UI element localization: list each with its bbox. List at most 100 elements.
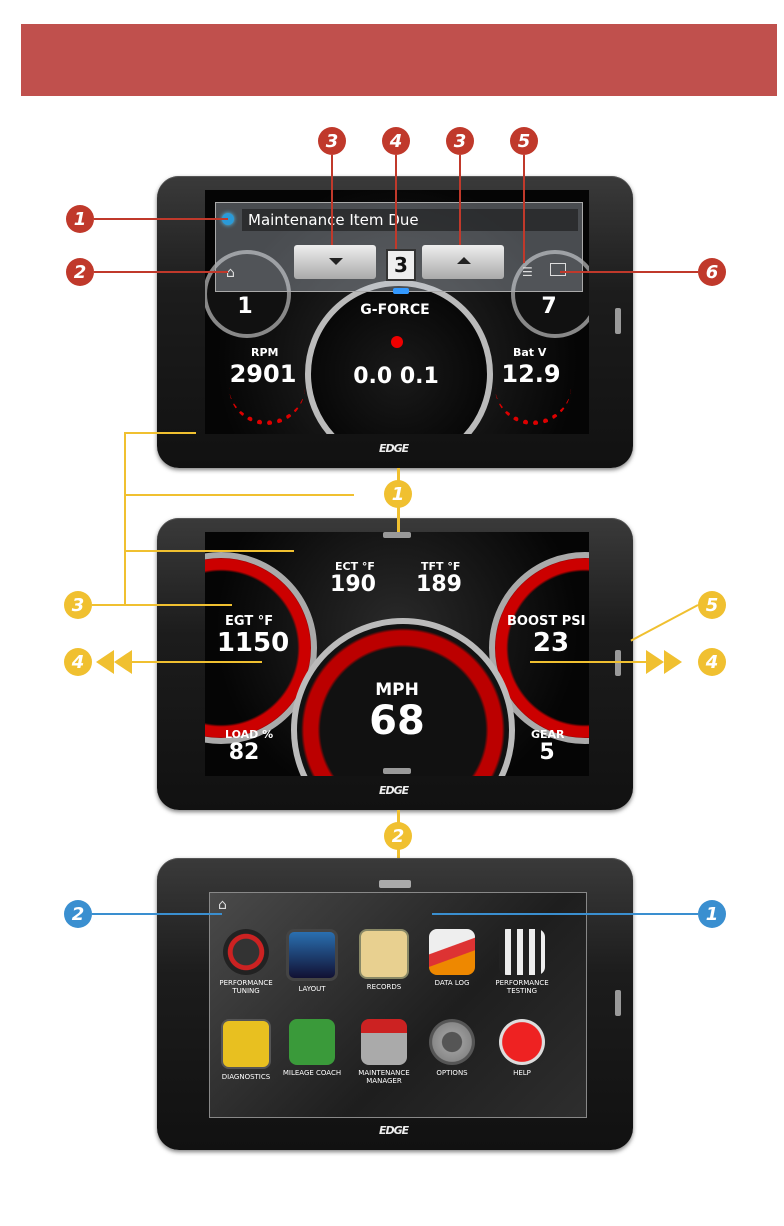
scroll-up-button[interactable] xyxy=(422,245,504,279)
load-value: 82 xyxy=(228,740,260,765)
arrow-left-icon-2 xyxy=(114,650,132,674)
data-log-icon[interactable]: DATA LOG xyxy=(422,929,482,987)
ect-label: ECT °F xyxy=(335,560,375,573)
menu-label: HELP xyxy=(513,1069,531,1077)
callout-1-screen: 1 xyxy=(698,900,726,928)
boost-value: 23 xyxy=(532,628,570,658)
egt-value: 1150 xyxy=(216,628,290,658)
arrow-right-icon-2 xyxy=(664,650,682,674)
menu-label: MAINTENANCE MANAGER xyxy=(358,1069,410,1085)
callout-line-3a xyxy=(331,155,333,245)
device-2-side-button[interactable] xyxy=(615,650,621,676)
callout-line-6 xyxy=(560,271,698,273)
menu-label: DATA LOG xyxy=(434,979,470,987)
screen-1: 1 7 G-FORCE 0.0 0.1 RPM 2901 Bat V 12.9 … xyxy=(205,190,589,434)
device-1-side-button[interactable] xyxy=(615,308,621,334)
notification-panel: Maintenance Item Due ⌂ 3 ☰ xyxy=(215,202,583,292)
diagnostics-icon[interactable]: DIAGNOSTICS xyxy=(216,1019,276,1081)
boost-label: BOOST PSI xyxy=(507,614,586,629)
device-3-side-button[interactable] xyxy=(615,990,621,1016)
layout-bracket-egt xyxy=(124,550,294,552)
screen-3: ⌂ PERFORMANCE TUNING LAYOUT RECORDS DATA… xyxy=(209,892,587,1118)
bottom-tab-indicator[interactable] xyxy=(383,768,411,774)
maintenance-manager-icon[interactable]: MAINTENANCE MANAGER xyxy=(354,1019,414,1085)
gear-value: 5 xyxy=(539,740,555,765)
page-number: 3 xyxy=(386,249,416,281)
menu-grid: PERFORMANCE TUNING LAYOUT RECORDS DATA L… xyxy=(216,929,582,1115)
callout-5-side-button: 5 xyxy=(698,591,726,619)
callout-line-5 xyxy=(523,155,525,263)
callout-line-2 xyxy=(94,271,228,273)
tft-label: TFT °F xyxy=(421,560,461,573)
device-3: ⌂ PERFORMANCE TUNING LAYOUT RECORDS DATA… xyxy=(157,858,633,1150)
left-mini-gauge xyxy=(205,250,291,338)
callout-6-image: 6 xyxy=(698,258,726,286)
layout-bracket-v xyxy=(124,432,126,604)
layout-bracket-ect xyxy=(124,494,354,496)
swipe-right-line xyxy=(530,661,646,663)
options-icon[interactable]: OPTIONS xyxy=(422,1019,482,1077)
swipe-left-line xyxy=(132,661,262,663)
device-3-top-tab[interactable] xyxy=(379,880,411,888)
batv-arc xyxy=(495,356,571,425)
callout-1-swipe-down: 1 xyxy=(384,480,412,508)
gforce-value: 0.0 0.1 xyxy=(353,364,439,389)
load-label: LOAD % xyxy=(225,728,274,741)
rpm-label: RPM xyxy=(251,346,279,359)
device-2-brand-logo: EDGE xyxy=(379,784,409,797)
connector-line-b xyxy=(397,810,400,896)
gforce-gauge xyxy=(305,280,493,434)
performance-tuning-icon[interactable]: PERFORMANCE TUNING xyxy=(216,929,276,995)
menu-label: MILEAGE COACH xyxy=(282,1069,342,1077)
performance-testing-icon[interactable]: PERFORMANCE TESTING xyxy=(492,929,552,995)
mph-label: MPH xyxy=(375,680,419,700)
mph-value: 68 xyxy=(369,698,425,744)
egt-label: EGT °F xyxy=(225,614,274,629)
settings-sliders-icon[interactable]: ☰ xyxy=(522,265,533,279)
home-icon-menu[interactable]: ⌂ xyxy=(218,897,227,913)
batv-label: Bat V xyxy=(513,346,547,359)
callout-2-home: 2 xyxy=(66,258,94,286)
device-3-brand-logo: EDGE xyxy=(379,1124,409,1137)
callout-line-5-side xyxy=(630,604,699,642)
gforce-dot xyxy=(391,336,403,348)
records-icon[interactable]: RECORDS xyxy=(354,929,414,991)
callout-2-home-menu: 2 xyxy=(64,900,92,928)
callout-4-swipe-left: 4 xyxy=(64,648,92,676)
callout-1-notification: 1 xyxy=(66,205,94,233)
callout-3-up: 3 xyxy=(446,127,474,155)
menu-label: OPTIONS xyxy=(436,1069,468,1077)
notification-led-icon xyxy=(222,213,234,225)
gforce-label: G-FORCE xyxy=(360,302,430,318)
callout-3-gauges: 3 xyxy=(64,591,92,619)
callout-line-2-home xyxy=(92,913,222,915)
menu-label: PERFORMANCE TESTING xyxy=(495,979,549,995)
arrow-right-icon xyxy=(646,650,664,674)
home-icon[interactable]: ⌂ xyxy=(226,265,235,281)
menu-label: LAYOUT xyxy=(298,985,326,993)
layout-icon[interactable]: LAYOUT xyxy=(282,929,342,993)
top-tab-indicator-2[interactable] xyxy=(383,532,411,538)
layout-bracket-top xyxy=(124,432,196,434)
help-icon[interactable]: HELP xyxy=(492,1019,552,1077)
arrow-down-icon xyxy=(329,258,343,265)
device-1-brand-logo: EDGE xyxy=(379,442,409,455)
tft-value: 189 xyxy=(416,572,462,597)
arrow-left-icon xyxy=(96,650,114,674)
menu-label: RECORDS xyxy=(366,983,402,991)
screen-image-icon[interactable] xyxy=(550,263,566,276)
callout-4-page: 4 xyxy=(382,127,410,155)
screen-2: ECT °F 190 TFT °F 189 EGT °F 1150 BOOST … xyxy=(205,532,589,776)
scroll-down-button[interactable] xyxy=(294,245,376,279)
left-mini-gauge-value: 1 xyxy=(237,294,253,319)
mileage-coach-icon[interactable]: MILEAGE COACH xyxy=(282,1019,342,1077)
notification-text[interactable]: Maintenance Item Due xyxy=(242,209,578,231)
device-2: ECT °F 190 TFT °F 189 EGT °F 1150 BOOST … xyxy=(157,518,633,810)
rpm-arc xyxy=(229,356,305,425)
menu-label: DIAGNOSTICS xyxy=(221,1073,271,1081)
callout-line-1-screen xyxy=(432,913,698,915)
callout-4-swipe-right: 4 xyxy=(698,648,726,676)
ect-value: 190 xyxy=(330,572,376,597)
right-mini-gauge-value: 7 xyxy=(541,294,557,319)
top-tab-indicator xyxy=(393,288,409,294)
